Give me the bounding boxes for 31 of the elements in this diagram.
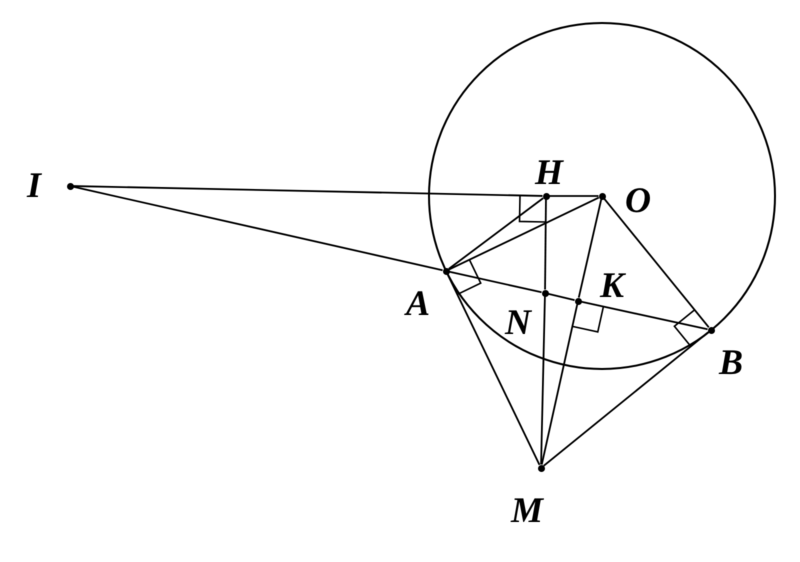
point: [538, 464, 544, 472]
point-label: N: [505, 304, 531, 340]
point-label: A: [406, 285, 430, 321]
line-segment: [448, 196, 600, 270]
line-segment: [73, 185, 543, 197]
line-segment: [604, 198, 710, 328]
line-segment: [448, 197, 544, 270]
point: [442, 268, 450, 274]
line-segment: [446, 274, 540, 466]
line-segment: [540, 304, 578, 465]
line-segment: [548, 292, 575, 302]
line-segment: [544, 200, 547, 290]
point-label: I: [27, 167, 41, 203]
line-segment: [578, 199, 602, 298]
line-segment: [550, 195, 598, 197]
line-segment: [73, 186, 443, 272]
line-segment: [540, 296, 546, 465]
line-segment: [581, 300, 708, 330]
point-label: M: [511, 492, 543, 528]
point: [542, 290, 548, 296]
point: [574, 298, 582, 304]
point-label: O: [625, 182, 651, 218]
point: [66, 182, 74, 190]
point: [708, 326, 714, 334]
point: [598, 192, 606, 200]
point-label: B: [719, 344, 743, 380]
point-label: K: [600, 267, 624, 303]
point: [542, 192, 550, 200]
point-label: H: [535, 154, 563, 190]
line-segment: [449, 270, 542, 294]
line-segment: [543, 332, 709, 466]
